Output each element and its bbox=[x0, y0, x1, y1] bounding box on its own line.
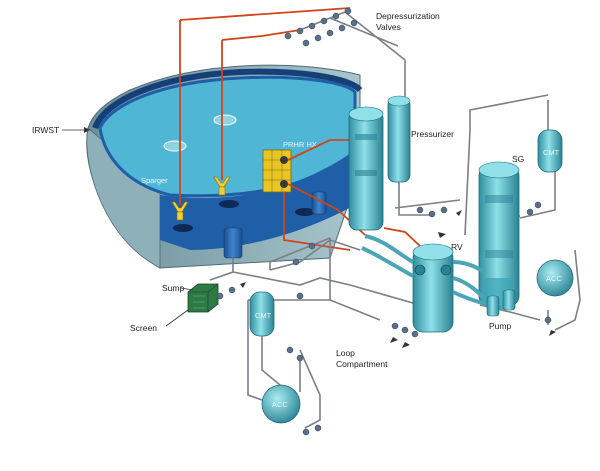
pump-label: Pump bbox=[489, 321, 511, 331]
irwst-drain-left bbox=[173, 224, 193, 232]
reactor-vessel bbox=[412, 243, 454, 333]
rv-label: RV bbox=[451, 242, 463, 252]
sg-label: SG bbox=[512, 154, 524, 164]
isolation-valves bbox=[216, 201, 552, 436]
acc-label-bottom: ACC bbox=[272, 400, 288, 409]
loop-piping bbox=[361, 234, 506, 310]
flow-arrows bbox=[240, 210, 556, 348]
red-piping bbox=[179, 7, 421, 251]
pressurizer-vessel bbox=[387, 95, 411, 183]
sump-screen bbox=[187, 283, 219, 313]
irwst-front-face bbox=[86, 127, 161, 269]
steam-generator bbox=[478, 161, 520, 307]
irwst-drain-mid bbox=[219, 200, 239, 208]
pressurizer-label: Pressurizer bbox=[411, 129, 454, 139]
sump-label: Sump bbox=[162, 283, 184, 293]
screen-label: Screen bbox=[130, 323, 157, 333]
depressurization-label-line2: Valves bbox=[376, 22, 401, 32]
sparger-plate-left bbox=[163, 140, 187, 152]
depressurization-label-line1: Depressurization bbox=[376, 11, 440, 21]
depressurization-valves bbox=[284, 7, 358, 47]
loop-compartment-label-line1: Loop bbox=[336, 348, 355, 358]
prhr-hx bbox=[262, 149, 292, 193]
screen-pointer bbox=[165, 309, 189, 327]
irwst-water-depth bbox=[160, 150, 355, 250]
sparger-head-left bbox=[171, 201, 189, 221]
sparger-head-right bbox=[213, 176, 231, 196]
reactor-coolant-pump-right bbox=[502, 289, 516, 311]
irwst-drain-right bbox=[295, 208, 315, 216]
reactor-coolant-pump-left bbox=[486, 295, 500, 317]
sump-pointer bbox=[180, 287, 194, 291]
cmt-label-lower: CMT bbox=[255, 311, 272, 320]
prhr-hx-label: PRHR HX bbox=[283, 140, 317, 149]
loop-compartment-label-line2: Compartment bbox=[336, 359, 388, 369]
sparger-plate-right bbox=[213, 114, 237, 126]
core-makeup-column bbox=[348, 106, 384, 231]
irwst-tank bbox=[86, 64, 363, 269]
acc-label-right: ACC bbox=[546, 274, 562, 283]
cmt-tank-lower bbox=[249, 291, 275, 337]
irwst-injection-tank-left bbox=[223, 227, 243, 259]
irwst-label: IRWST bbox=[32, 125, 59, 135]
irwst-rim bbox=[92, 68, 363, 130]
irwst-pointer-head bbox=[84, 127, 90, 133]
sparger-label: Sparger bbox=[141, 176, 168, 185]
cmt-label: CMT bbox=[543, 148, 560, 157]
accumulator-sphere-bottom bbox=[261, 384, 301, 424]
cmt-tank bbox=[537, 129, 563, 173]
accumulator-sphere-right bbox=[536, 259, 574, 297]
